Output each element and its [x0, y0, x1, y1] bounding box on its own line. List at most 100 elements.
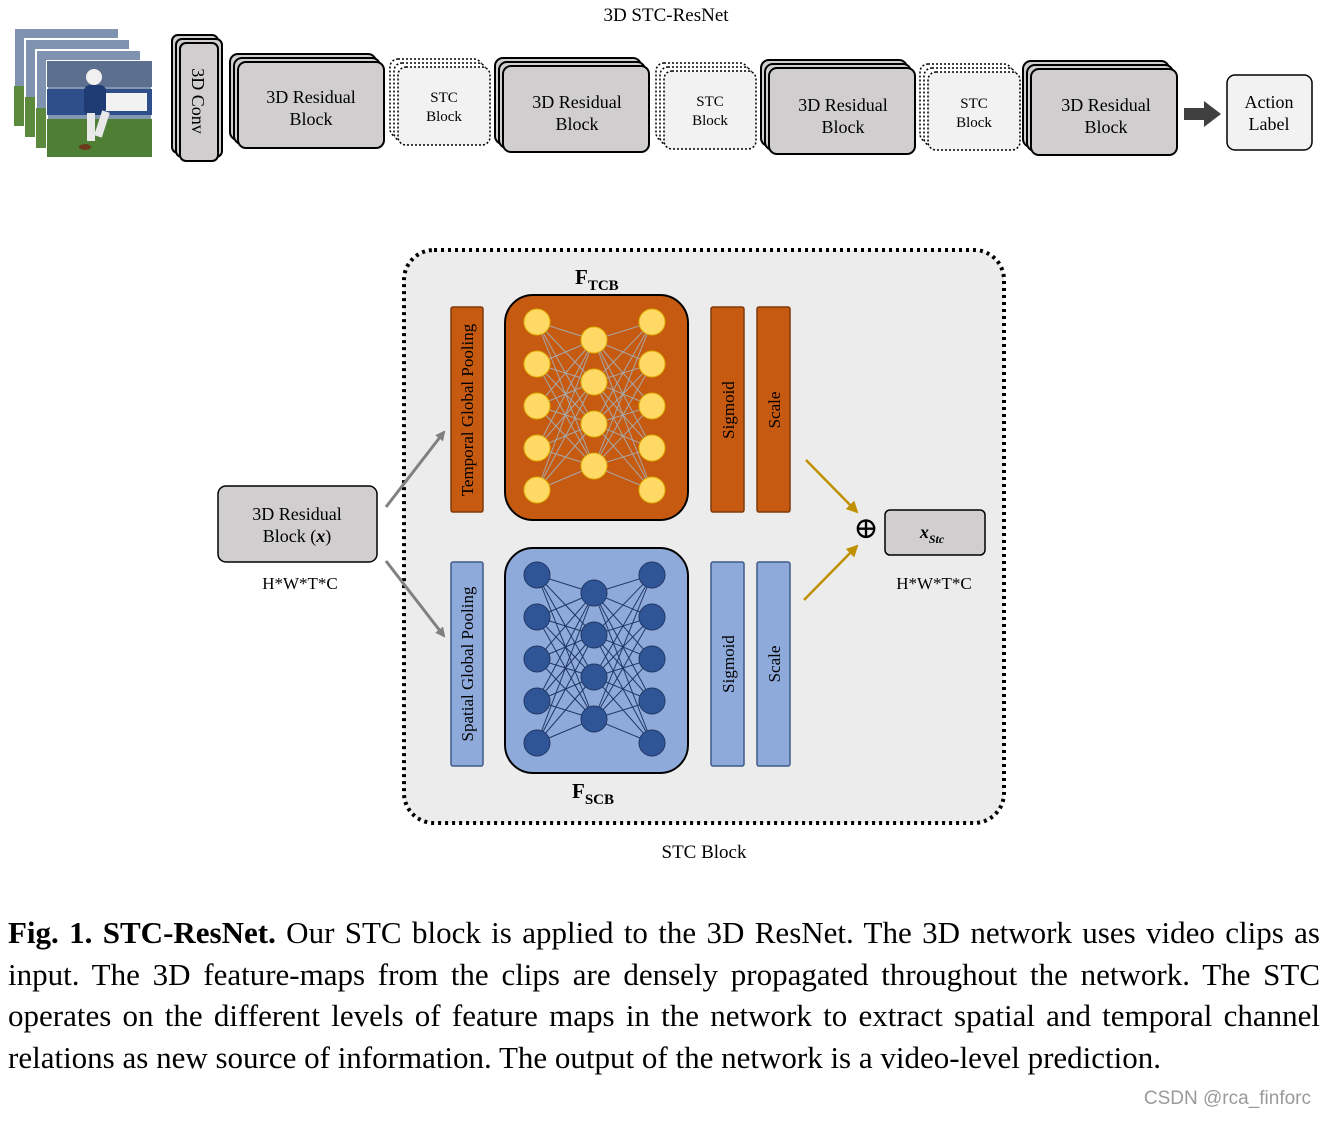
- residual-block-2-line1: 3D Residual: [532, 92, 622, 112]
- temporal-pooling-label: Temporal Global Pooling: [458, 323, 477, 496]
- input-dims-label: H*W*T*C: [262, 574, 338, 593]
- network-node: [638, 603, 666, 631]
- network-node: [638, 645, 666, 673]
- conv3d-block: 3D Conv: [171, 34, 223, 162]
- network-node: [580, 326, 608, 354]
- network-edge: [593, 363, 653, 467]
- network-edge: [593, 321, 653, 383]
- network-node: [580, 663, 608, 691]
- network-edge: [593, 574, 653, 636]
- network-edge: [593, 574, 653, 678]
- action-label-block: Action Label: [1226, 74, 1313, 151]
- network-node: [523, 729, 551, 757]
- stc-block-3-line1: STC: [960, 96, 988, 112]
- network-node: [638, 350, 666, 378]
- network-edge: [593, 616, 653, 720]
- stc-block-1-line1: STC: [430, 90, 458, 106]
- network-node: [523, 392, 551, 420]
- sigmoid-bar-bottom: [710, 561, 745, 767]
- scale-label-top: Scale: [765, 392, 784, 429]
- network-node: [638, 561, 666, 589]
- figure-caption: Fig. 1. STC-ResNet. Our STC block is app…: [8, 912, 1320, 1078]
- network-node: [638, 729, 666, 757]
- network-node: [638, 434, 666, 462]
- ftcb-label: FTCB: [575, 265, 619, 294]
- sigmoid-bar-top: [710, 306, 745, 513]
- temporal-pooling-bar: [450, 306, 484, 513]
- network-edge: [536, 634, 595, 744]
- caption-label: Fig. 1.: [8, 915, 93, 950]
- network-node: [580, 579, 608, 607]
- residual-block-3-line1: 3D Residual: [798, 95, 888, 115]
- stc-block-2-line1: STC: [696, 94, 724, 110]
- stc-block-3-line2: Block: [956, 115, 992, 131]
- network-edge: [536, 592, 595, 702]
- residual-block-2-line2: Block: [556, 114, 599, 134]
- arrow-bottom-to-sum: [803, 544, 859, 601]
- network-node: [580, 621, 608, 649]
- action-label-line1: Action: [1245, 92, 1294, 112]
- input-residual-block: 3D Residual Block (x): [217, 485, 378, 563]
- scale-bar-bottom: [756, 561, 791, 767]
- spatial-pooling-bar: [450, 561, 484, 767]
- residual-block-1-line1: 3D Residual: [266, 87, 356, 107]
- network-edge: [593, 658, 653, 720]
- network-node: [523, 350, 551, 378]
- stc-block-1-line2: Block: [426, 109, 462, 125]
- residual-block-1: 3D Residual Block: [229, 53, 385, 149]
- network-edge: [593, 574, 653, 720]
- scb-network: [504, 547, 689, 774]
- arrow-to-temporal: [384, 430, 446, 508]
- scale-bar-top: [756, 306, 791, 513]
- output-var-label: xStc: [919, 522, 945, 546]
- residual-block-3: 3D Residual Block: [760, 59, 916, 155]
- network-node: [523, 645, 551, 673]
- residual-block-3-line2: Block: [822, 117, 865, 137]
- watermark: CSDN @rca_finforc: [1143, 1088, 1311, 1109]
- residual-block-4-line2: Block: [1085, 117, 1128, 137]
- fscb-label: FSCB: [572, 779, 614, 808]
- network-node: [638, 476, 666, 504]
- stc-resnet-diagram: 3D STC-ResNet 3D Conv 3D Residual Bl: [13, 5, 1313, 863]
- network-node: [580, 452, 608, 480]
- network-node: [638, 392, 666, 420]
- arrow-to-spatial: [384, 560, 446, 638]
- network-edge: [593, 321, 653, 467]
- scale-label-bottom: Scale: [765, 646, 784, 683]
- network-node: [523, 476, 551, 504]
- action-label-line2: Label: [1249, 114, 1290, 134]
- stc-block-3: STC Block: [919, 63, 1021, 151]
- network-edge: [593, 321, 653, 425]
- network-node: [523, 603, 551, 631]
- input-video-frames-icon: [13, 27, 153, 158]
- conv3d-label: 3D Conv: [188, 68, 208, 134]
- network-edge: [536, 339, 595, 407]
- network-node: [523, 308, 551, 336]
- network-edge: [536, 676, 595, 744]
- network-edge: [536, 592, 595, 660]
- input-block-line1: 3D Residual: [252, 504, 342, 524]
- network-edge: [536, 339, 595, 449]
- residual-block-4: 3D Residual Block: [1022, 60, 1178, 156]
- network-edge: [536, 592, 595, 744]
- stc-block-1: STC Block: [389, 58, 491, 146]
- network-node: [638, 687, 666, 715]
- network-node: [638, 308, 666, 336]
- residual-block-2: 3D Residual Block: [494, 57, 650, 153]
- spatial-pooling-label: Spatial Global Pooling: [458, 586, 477, 741]
- stc-block-title: STC Block: [662, 842, 747, 863]
- caption-title: STC-ResNet.: [102, 915, 276, 950]
- network-edge: [536, 423, 595, 491]
- network-node: [523, 687, 551, 715]
- stc-block-2-line2: Block: [692, 113, 728, 129]
- network-edge: [536, 381, 595, 491]
- arrow-top-to-sum: [805, 459, 859, 514]
- output-xstc-block: xStc: [884, 509, 986, 556]
- tcb-network: [504, 294, 689, 521]
- output-arrow-icon: [1184, 101, 1221, 127]
- residual-block-4-line1: 3D Residual: [1061, 95, 1151, 115]
- network-node: [580, 705, 608, 733]
- network-node: [580, 368, 608, 396]
- network-node: [523, 561, 551, 589]
- caption-text: Our STC block is applied to the 3D ResNe…: [8, 915, 1320, 1075]
